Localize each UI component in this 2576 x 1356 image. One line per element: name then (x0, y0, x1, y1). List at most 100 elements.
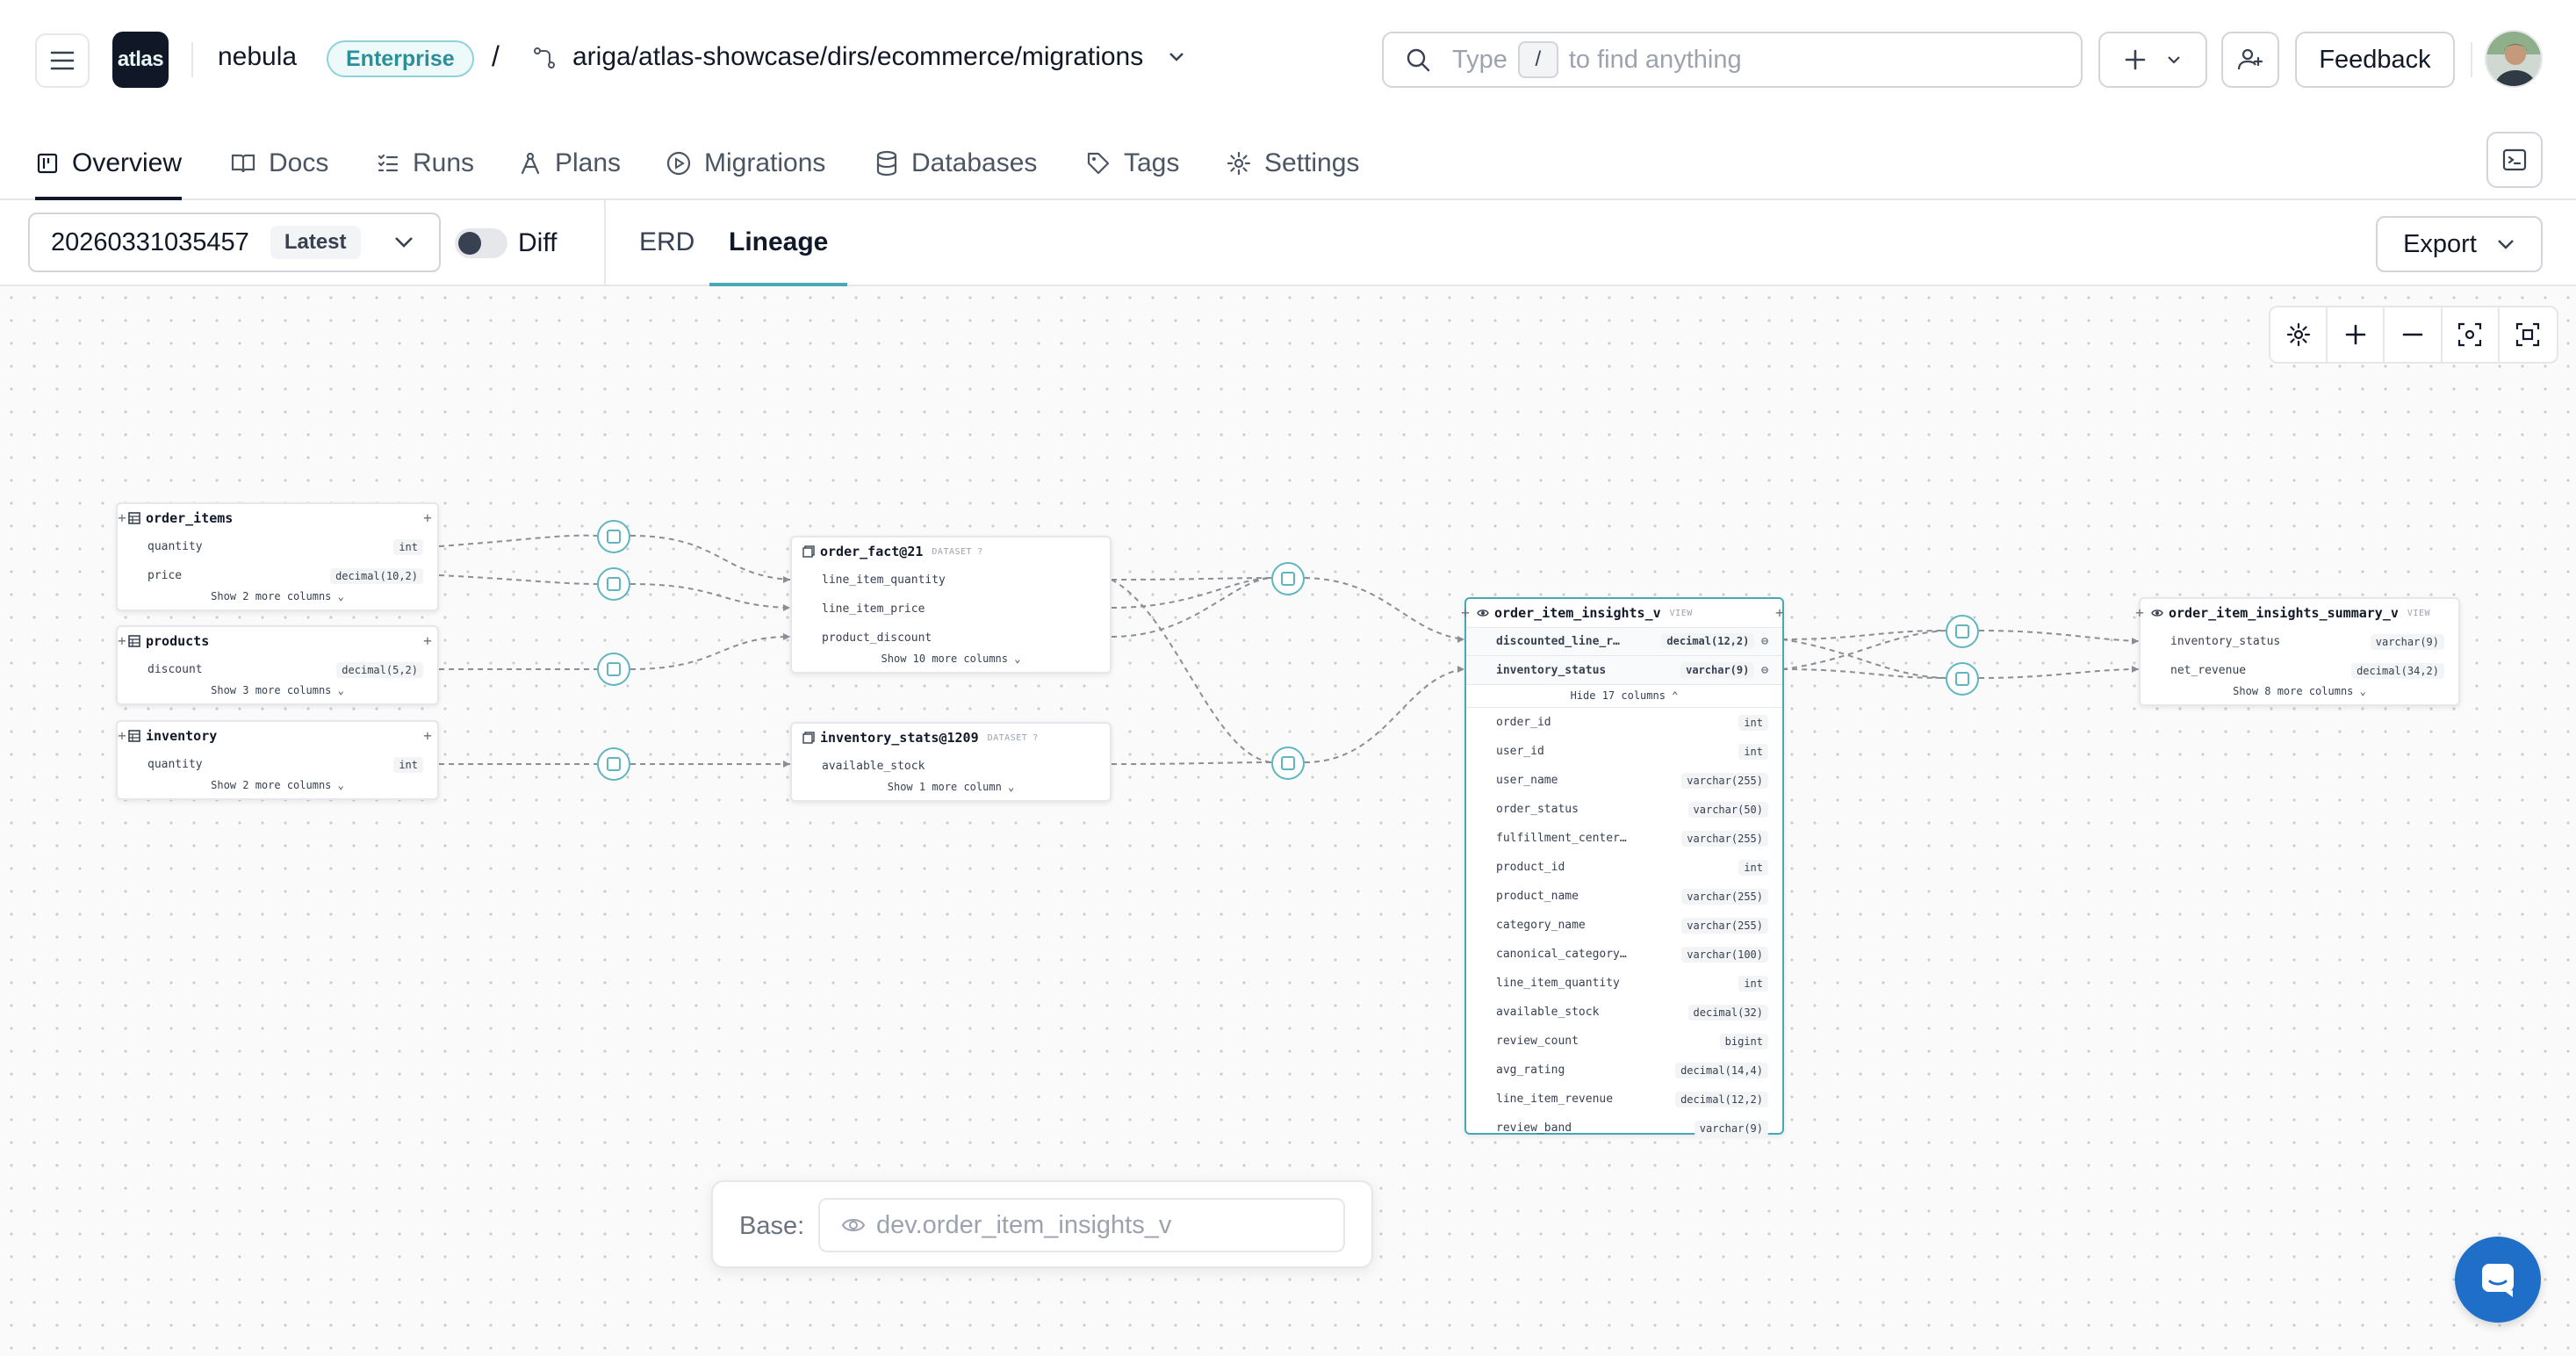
canvas-settings-button[interactable] (2270, 307, 2328, 362)
help-icon[interactable]: ? (1033, 732, 1039, 743)
tab-migrations[interactable]: Migrations (666, 128, 825, 198)
support-chat-button[interactable] (2455, 1237, 2541, 1323)
diff-toggle[interactable] (455, 228, 507, 258)
minus-circle-icon[interactable]: ⊖ (1761, 635, 1768, 648)
expand-upstream-icon[interactable]: + (118, 727, 126, 744)
dataset-node-order-fact[interactable]: order_fact@21 DATASET ? line_item_quanti… (790, 536, 1112, 674)
lineage-connector[interactable] (1271, 747, 1305, 780)
tab-settings[interactable]: Settings (1226, 128, 1359, 198)
base-input[interactable]: dev.order_item_insights_v (818, 1198, 1345, 1252)
lineage-connector[interactable] (597, 520, 630, 553)
expand-upstream-icon[interactable]: + (118, 632, 126, 649)
expand-downstream-icon[interactable]: + (423, 509, 432, 526)
hide-columns-toggle[interactable]: Hide 17 columns ⌃ (1466, 685, 1782, 708)
show-more-columns[interactable]: Show 2 more columns ⌄ (211, 590, 344, 602)
view-node-insights-summary[interactable]: + order_item_insights_summary_v VIEW inv… (2135, 597, 2460, 706)
lineage-connector[interactable] (1946, 615, 1979, 648)
export-button[interactable]: Export (2376, 216, 2543, 272)
show-more-columns[interactable]: Show 1 more column ⌄ (887, 781, 1015, 793)
minus-circle-icon[interactable]: ⊖ (1761, 663, 1768, 677)
logo-text: atlas (117, 47, 164, 71)
show-more-columns[interactable]: Show 2 more columns ⌄ (211, 779, 344, 791)
diff-label: Diff (518, 228, 558, 257)
expand-downstream-icon[interactable]: + (423, 727, 432, 744)
tab-erd[interactable]: ERD (639, 227, 695, 256)
column-row[interactable]: canonical_category…varchar(100) (1466, 940, 1782, 969)
dataset-node-inventory-stats[interactable]: inventory_stats@1209 DATASET ? available… (790, 722, 1112, 802)
column-row[interactable]: product_discount (792, 624, 1110, 653)
version-select[interactable]: 20260331035457 Latest (28, 213, 441, 272)
invite-user-button[interactable] (2221, 32, 2279, 88)
dataset-icon (802, 545, 815, 558)
lineage-connector[interactable] (597, 747, 630, 781)
tab-overview[interactable]: Overview (35, 128, 183, 200)
org-name[interactable]: nebula (218, 42, 298, 71)
lineage-connector[interactable] (597, 653, 630, 686)
column-row[interactable]: line_item_quantity (792, 566, 1110, 595)
column-name: product_discount (822, 631, 932, 645)
help-icon[interactable]: ? (977, 546, 983, 557)
zoom-out-button[interactable] (2385, 307, 2443, 362)
show-more-columns[interactable]: Show 3 more columns ⌄ (211, 684, 344, 696)
column-row[interactable]: available_stock (792, 752, 1110, 781)
chevron-down-icon[interactable] (1168, 51, 1185, 63)
terminal-button[interactable] (2486, 132, 2543, 188)
lineage-canvas[interactable] (0, 286, 2576, 1356)
key-column-row[interactable]: discounted_line_r…decimal(12,2) ⊖ (1466, 627, 1782, 656)
focus-button[interactable] (2443, 307, 2500, 362)
view-node-order-item-insights[interactable]: + order_item_insights_v VIEW + discounte… (1461, 597, 1784, 1136)
tab-docs[interactable]: Docs (230, 128, 328, 198)
menu-button[interactable] (35, 33, 90, 88)
lineage-connector[interactable] (1271, 562, 1305, 595)
expand-downstream-icon[interactable]: + (1775, 604, 1784, 621)
expand-downstream-icon[interactable]: + (423, 632, 432, 649)
avatar[interactable] (2485, 30, 2543, 88)
show-more-columns[interactable]: Show 10 more columns ⌄ (881, 653, 1021, 665)
tab-label: Migrations (704, 148, 826, 177)
expand-upstream-icon[interactable]: + (1461, 604, 1470, 621)
tab-plans[interactable]: Plans (518, 128, 621, 198)
create-button[interactable] (2098, 32, 2207, 88)
expand-upstream-icon[interactable]: + (2135, 604, 2144, 621)
column-row[interactable]: line_item_price (792, 595, 1110, 624)
lineage-connector[interactable] (597, 567, 630, 601)
repo-path[interactable]: ariga/atlas-showcase/dirs/ecommerce/migr… (572, 42, 1144, 71)
atlas-logo[interactable]: atlas (112, 32, 169, 88)
tab-runs[interactable]: Runs (376, 128, 474, 198)
zoom-in-button[interactable] (2328, 307, 2385, 362)
show-more-columns[interactable]: Show 8 more columns ⌄ (2233, 685, 2366, 697)
tab-databases[interactable]: Databases (874, 128, 1037, 198)
lineage-connector[interactable] (1946, 662, 1979, 696)
column-row[interactable]: fulfillment_center…varchar(255) (1466, 824, 1782, 853)
fit-view-button[interactable] (2500, 307, 2557, 362)
feedback-button[interactable]: Feedback (2295, 32, 2455, 88)
search-box[interactable]: Type / to find anything (1382, 32, 2083, 88)
tab-lineage[interactable]: Lineage (709, 200, 848, 286)
search-shortcut-key: / (1517, 41, 1558, 78)
tab-tags[interactable]: Tags (1085, 128, 1179, 198)
expand-upstream-icon[interactable]: + (118, 509, 126, 526)
